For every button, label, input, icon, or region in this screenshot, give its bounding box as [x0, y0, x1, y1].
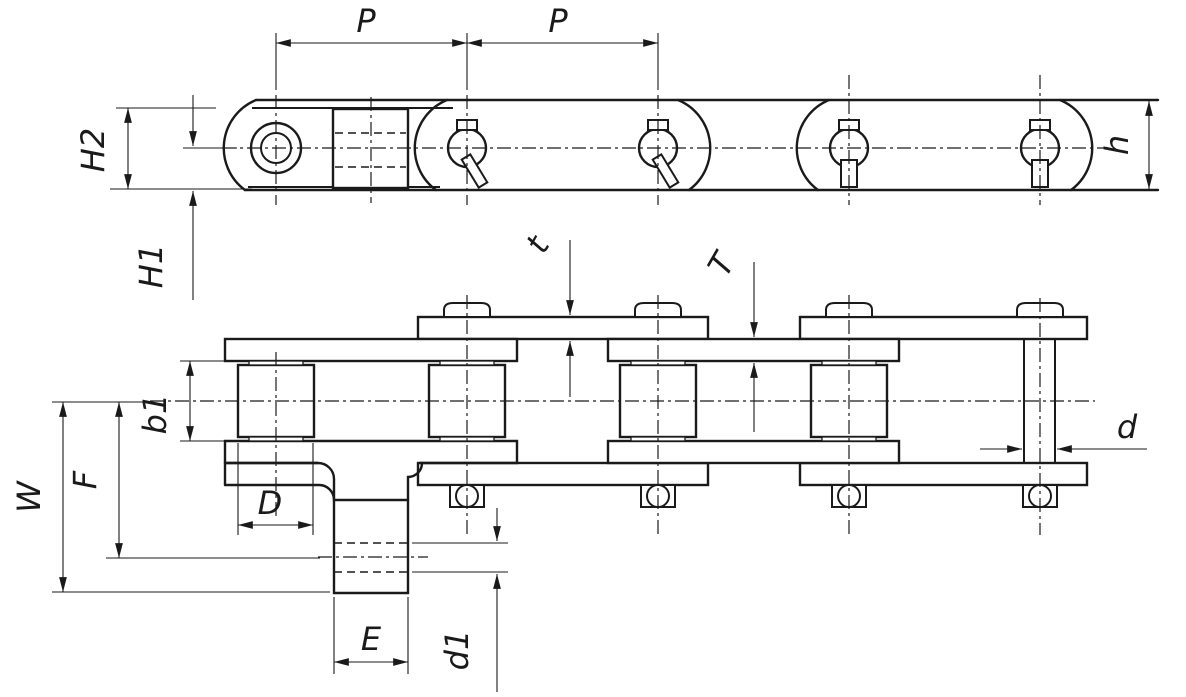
bottom-view-plan — [223, 302, 1089, 595]
dimension-D: D — [237, 443, 314, 535]
dim-label-pitch-1: P — [356, 2, 376, 40]
pin-head — [443, 302, 491, 318]
top-view-side-elevation — [222, 98, 1160, 192]
dimension-H1: H1 — [132, 95, 237, 300]
pin-end-caps — [449, 484, 1058, 508]
dimension-h: h — [1098, 101, 1153, 189]
dim-label-H2: H2 — [74, 128, 112, 172]
dim-label-H1: H1 — [132, 244, 170, 288]
dimension-t: t — [518, 228, 574, 397]
outer-plate — [416, 315, 710, 341]
pin-head — [634, 302, 682, 318]
dim-label-pitch-2: P — [548, 2, 568, 40]
dim-label-E: E — [361, 620, 382, 658]
inner-plate — [223, 439, 519, 465]
centerlines — [150, 75, 1108, 558]
dimension-E: E — [333, 597, 409, 674]
dimension-W: W — [10, 401, 330, 593]
dimension-d: d — [980, 408, 1147, 453]
attachment-bent-leg — [223, 461, 424, 595]
dim-label-b1: b1 — [136, 394, 174, 435]
dim-label-T: T — [700, 244, 744, 282]
attachment-bent-leg — [223, 483, 410, 502]
outer-plate — [798, 315, 1089, 341]
dim-label-W: W — [10, 480, 48, 513]
dimension-H2: H2 — [74, 107, 252, 190]
outer-plate — [798, 461, 1089, 487]
dimension-pitch-1: P — [275, 2, 468, 90]
dimensions: P P H2 H1 h t — [10, 2, 1153, 692]
dim-label-h: h — [1098, 135, 1136, 155]
pin-head — [825, 302, 873, 318]
inner-plate — [606, 439, 901, 465]
dim-label-t: t — [518, 228, 558, 259]
dimension-F: F — [66, 402, 320, 559]
inner-plate — [223, 337, 519, 363]
dim-label-d: d — [1117, 408, 1138, 446]
dim-label-F: F — [66, 470, 104, 489]
dim-label-d1: d1 — [438, 630, 476, 671]
dimension-pitch-2: P — [467, 2, 659, 90]
dimension-d1: d1 — [412, 508, 508, 692]
inner-plate — [606, 337, 901, 363]
outer-plate — [416, 461, 710, 487]
dimension-b1: b1 — [136, 360, 224, 442]
dim-label-D: D — [258, 484, 283, 522]
